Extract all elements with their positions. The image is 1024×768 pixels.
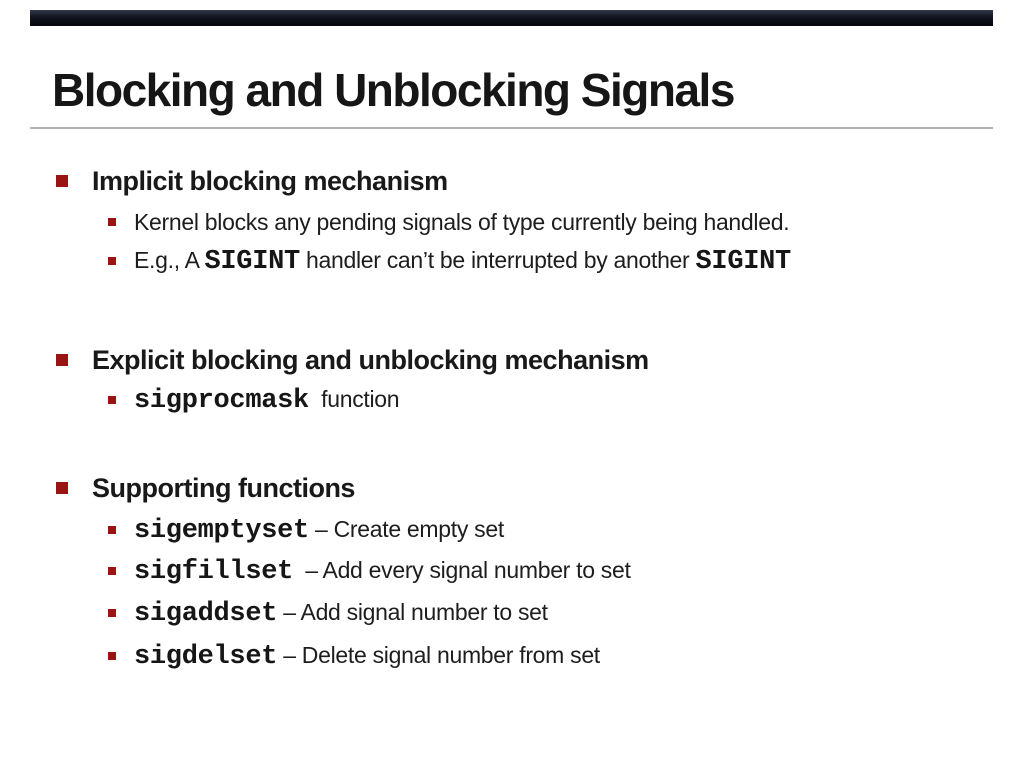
section-heading: Explicit blocking and unblocking mechani… [92,344,649,375]
sub-bullet-square-icon [108,218,116,226]
list-item: Kernel blocks any pending signals of typ… [0,204,1024,240]
section-heading-row: Supporting functions [0,470,1024,506]
list-item: sigfillset – Add every signal number to … [0,553,1024,589]
list-item: sigaddset – Add signal number to set [0,595,1024,631]
list-item-text: sigaddset – Add signal number to set [134,599,548,628]
bullet-square-icon [56,482,68,494]
list-item-text: sigfillset – Add every signal number to … [134,557,631,586]
code-text: sigaddset [134,598,278,629]
code-text: sigfillset [134,556,294,587]
list-item: sigdelset – Delete signal number from se… [0,638,1024,674]
section-heading: Supporting functions [92,472,355,503]
top-bar [30,10,993,26]
sub-bullet-square-icon [108,609,116,617]
bullet-square-icon [56,354,68,366]
body-text: function [308,385,400,412]
section-heading-row: Explicit blocking and unblocking mechani… [0,342,1024,378]
section-heading-row: Implicit blocking mechanism [0,163,1024,199]
list-item: sigemptyset – Create empty set [0,512,1024,548]
section-heading: Implicit blocking mechanism [92,165,448,196]
list-item: sigprocmask function [0,382,1024,418]
sub-bullet-square-icon [108,526,116,534]
sub-bullet-square-icon [108,257,116,265]
body-text: handler can’t be interrupted by another [299,246,696,273]
code-text: SIGINT [204,246,301,277]
code-text: SIGINT [695,246,792,277]
code-text: sigdelset [134,641,278,672]
code-text: sigprocmask [134,385,309,416]
list-item: E.g., A SIGINT handler can’t be interrup… [0,243,1024,279]
code-text: sigemptyset [134,515,309,546]
list-item-text: sigdelset – Delete signal number from se… [134,642,600,671]
list-item-text: sigemptyset – Create empty set [134,516,504,545]
title-rule [30,127,993,129]
body-text: – Add signal number to set [277,598,548,625]
sub-bullet-square-icon [108,652,116,660]
list-item-text: sigprocmask function [134,385,400,416]
list-item-text: Kernel blocks any pending signals of typ… [134,208,790,236]
sub-bullet-square-icon [108,396,116,404]
body-text: E.g., A [134,246,205,273]
sub-bullet-square-icon [108,567,116,575]
body-text: – Delete signal number from set [277,641,600,668]
body-text: – Add every signal number to set [293,556,631,583]
body-text: – Create empty set [308,515,504,542]
list-item-text: E.g., A SIGINT handler can’t be interrup… [134,247,791,276]
body-text: Kernel blocks any pending signals of typ… [134,208,790,235]
bullet-square-icon [56,175,68,187]
page-title: Blocking and Unblocking Signals [52,64,735,116]
